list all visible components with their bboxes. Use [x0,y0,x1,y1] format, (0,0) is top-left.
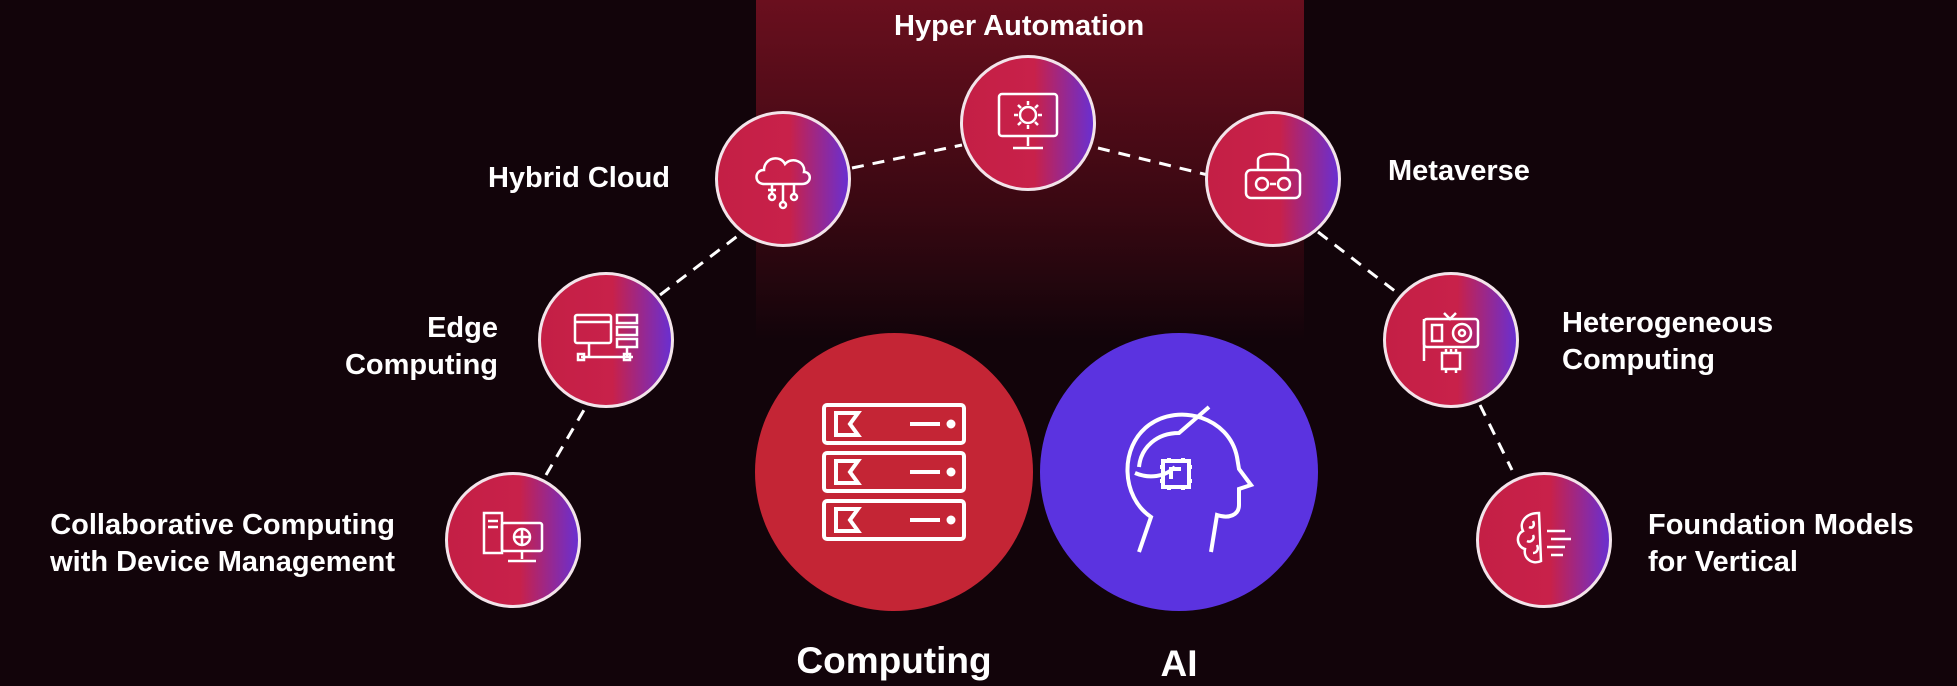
ai-caption: AI [1160,643,1198,684]
label-metaverse: Metaverse [1388,155,1530,187]
cloud-network-icon [755,157,811,210]
label-heterogeneous-computing: Heterogeneous Computing [1562,305,1773,379]
node-heterogeneous-computing[interactable] [1383,272,1519,408]
label-collaborative-computing: Collaborative Computing with Device Mana… [10,507,395,581]
label-line: Edge [427,312,498,344]
ai-head-icon [1125,405,1255,553]
node-edge-computing[interactable] [538,272,674,408]
label-edge-computing: Edge Computing [270,310,498,384]
node-hyper-automation[interactable] [960,55,1096,191]
node-hybrid-cloud[interactable] [715,111,851,247]
node-metaverse[interactable] [1205,111,1341,247]
monitor-gear-icon [997,92,1059,150]
label-line: with Device Management [50,546,395,578]
server-rack-icon [822,403,966,541]
label-line: for Vertical [1648,546,1798,578]
gpu-card-icon [1422,312,1480,373]
label-line: Foundation Models [1648,509,1914,541]
label-foundation-models: Foundation Models for Vertical [1648,507,1914,581]
label-hybrid-cloud: Hybrid Cloud [487,162,670,194]
desktop-globe-icon [482,511,544,563]
label-hyper-automation: Hyper Automation [894,10,1145,42]
ai-hub[interactable] [1040,333,1318,611]
node-foundation-models[interactable] [1476,472,1612,608]
node-collaborative-computing[interactable] [445,472,581,608]
computing-caption: Computing [796,640,992,681]
brain-icon [1516,511,1571,564]
label-line: Computing [1562,344,1716,376]
label-line: Heterogeneous [1562,307,1774,339]
computing-hub[interactable] [755,333,1033,611]
dashboard-server-icon [573,313,639,362]
label-line: Computing [344,349,498,381]
label-line: Collaborative Computing [50,509,395,541]
vr-headset-icon [1244,152,1302,200]
